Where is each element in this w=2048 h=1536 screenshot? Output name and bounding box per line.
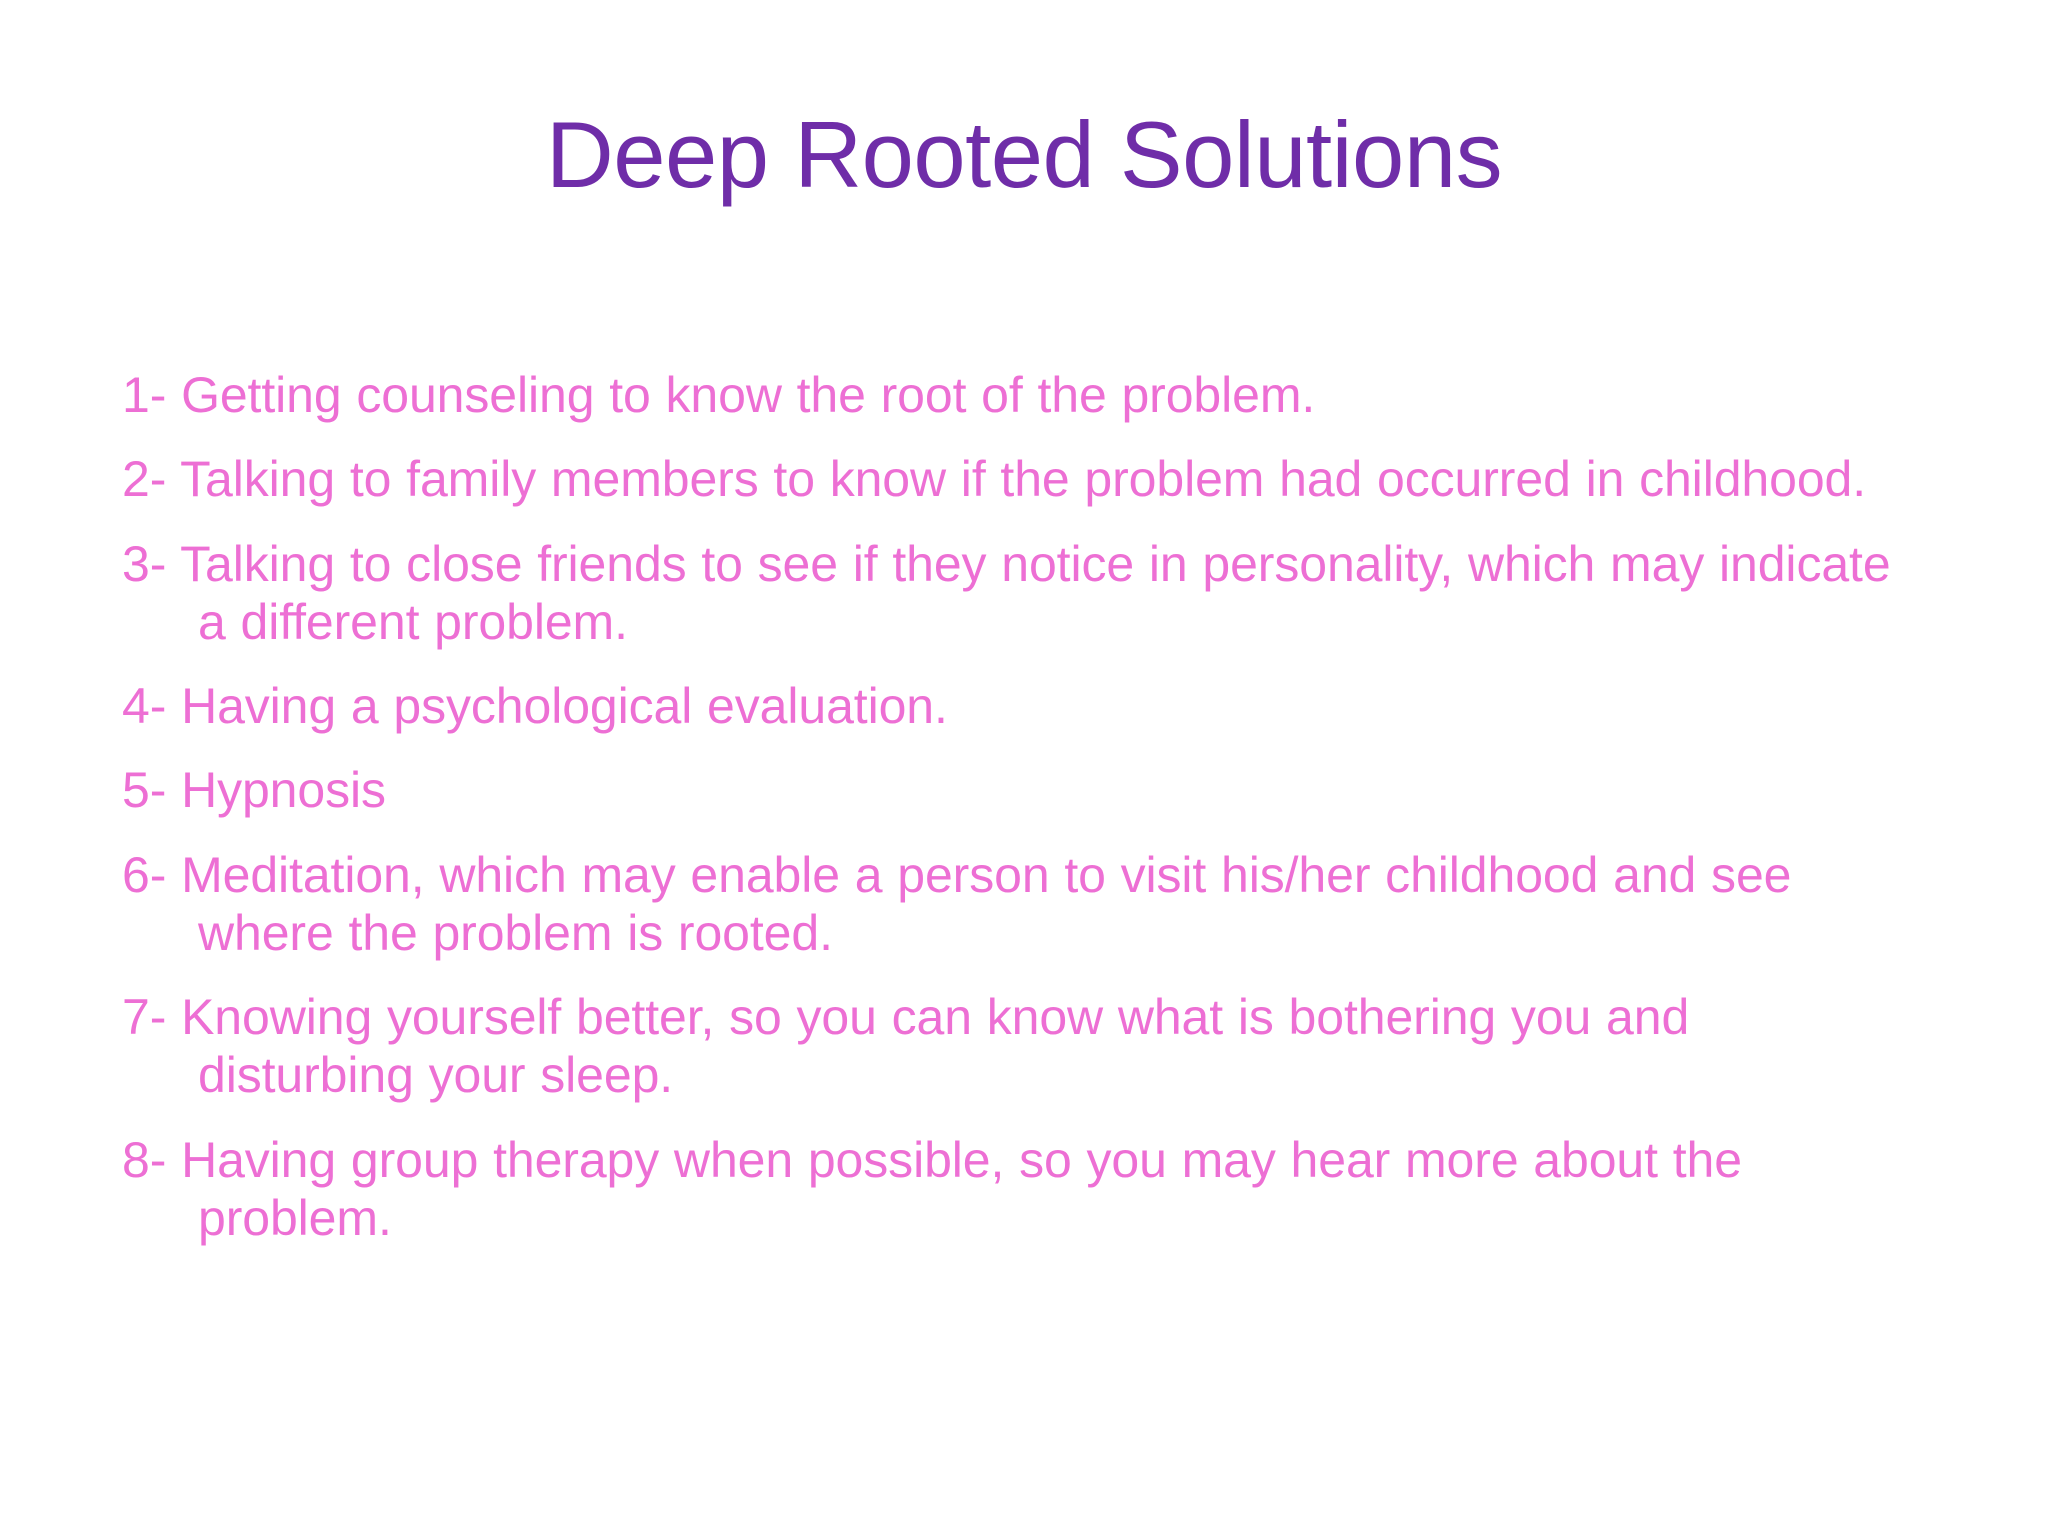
- list-item-text: Meditation, which may enable a person to…: [181, 846, 1792, 961]
- list-item-number: 5-: [122, 762, 182, 819]
- list-item-text: Knowing yourself better, so you can know…: [181, 989, 1690, 1104]
- list-item: 4- Having a psychological evaluation.: [122, 677, 1912, 735]
- list-item-text: Getting counseling to know the root of t…: [181, 367, 1316, 423]
- list-item-text: Hypnosis: [181, 762, 386, 819]
- list-item-number: 1-: [122, 367, 182, 423]
- list-item-number: 6-: [122, 846, 182, 903]
- list-item-text: Having a psychological evaluation.: [181, 678, 948, 734]
- list-item: 1- Getting counseling to know the root o…: [122, 366, 1912, 424]
- list-item: 5- Hypnosis: [122, 761, 1912, 819]
- list-item: 6- Meditation, which may enable a person…: [122, 846, 1912, 963]
- list-item: 7- Knowing yourself better, so you can k…: [122, 988, 1912, 1105]
- list-item-number: 7-: [122, 989, 182, 1045]
- list-item: 3- Talking to close friends to see if th…: [122, 535, 1912, 652]
- solutions-list: 1- Getting counseling to know the root o…: [122, 366, 1912, 1247]
- list-item-text: Talking to close friends to see if they …: [180, 535, 1891, 650]
- slide-title-block: Deep Rooted Solutions: [0, 104, 2048, 206]
- list-item-text: Having group therapy when possible, so y…: [181, 1131, 1742, 1246]
- page-title: Deep Rooted Solutions: [545, 102, 1503, 207]
- list-item-number: 2-: [122, 451, 181, 508]
- list-item: 2- Talking to family members to know if …: [122, 450, 1912, 508]
- list-item-number: 4-: [122, 678, 182, 734]
- list-item-number: 3-: [122, 535, 181, 592]
- slide-body: 1- Getting counseling to know the root o…: [122, 366, 1912, 1247]
- list-item: 8- Having group therapy when possible, s…: [122, 1131, 1912, 1248]
- list-item-number: 8-: [122, 1131, 182, 1188]
- list-item-text: Talking to family members to know if the…: [180, 451, 1867, 508]
